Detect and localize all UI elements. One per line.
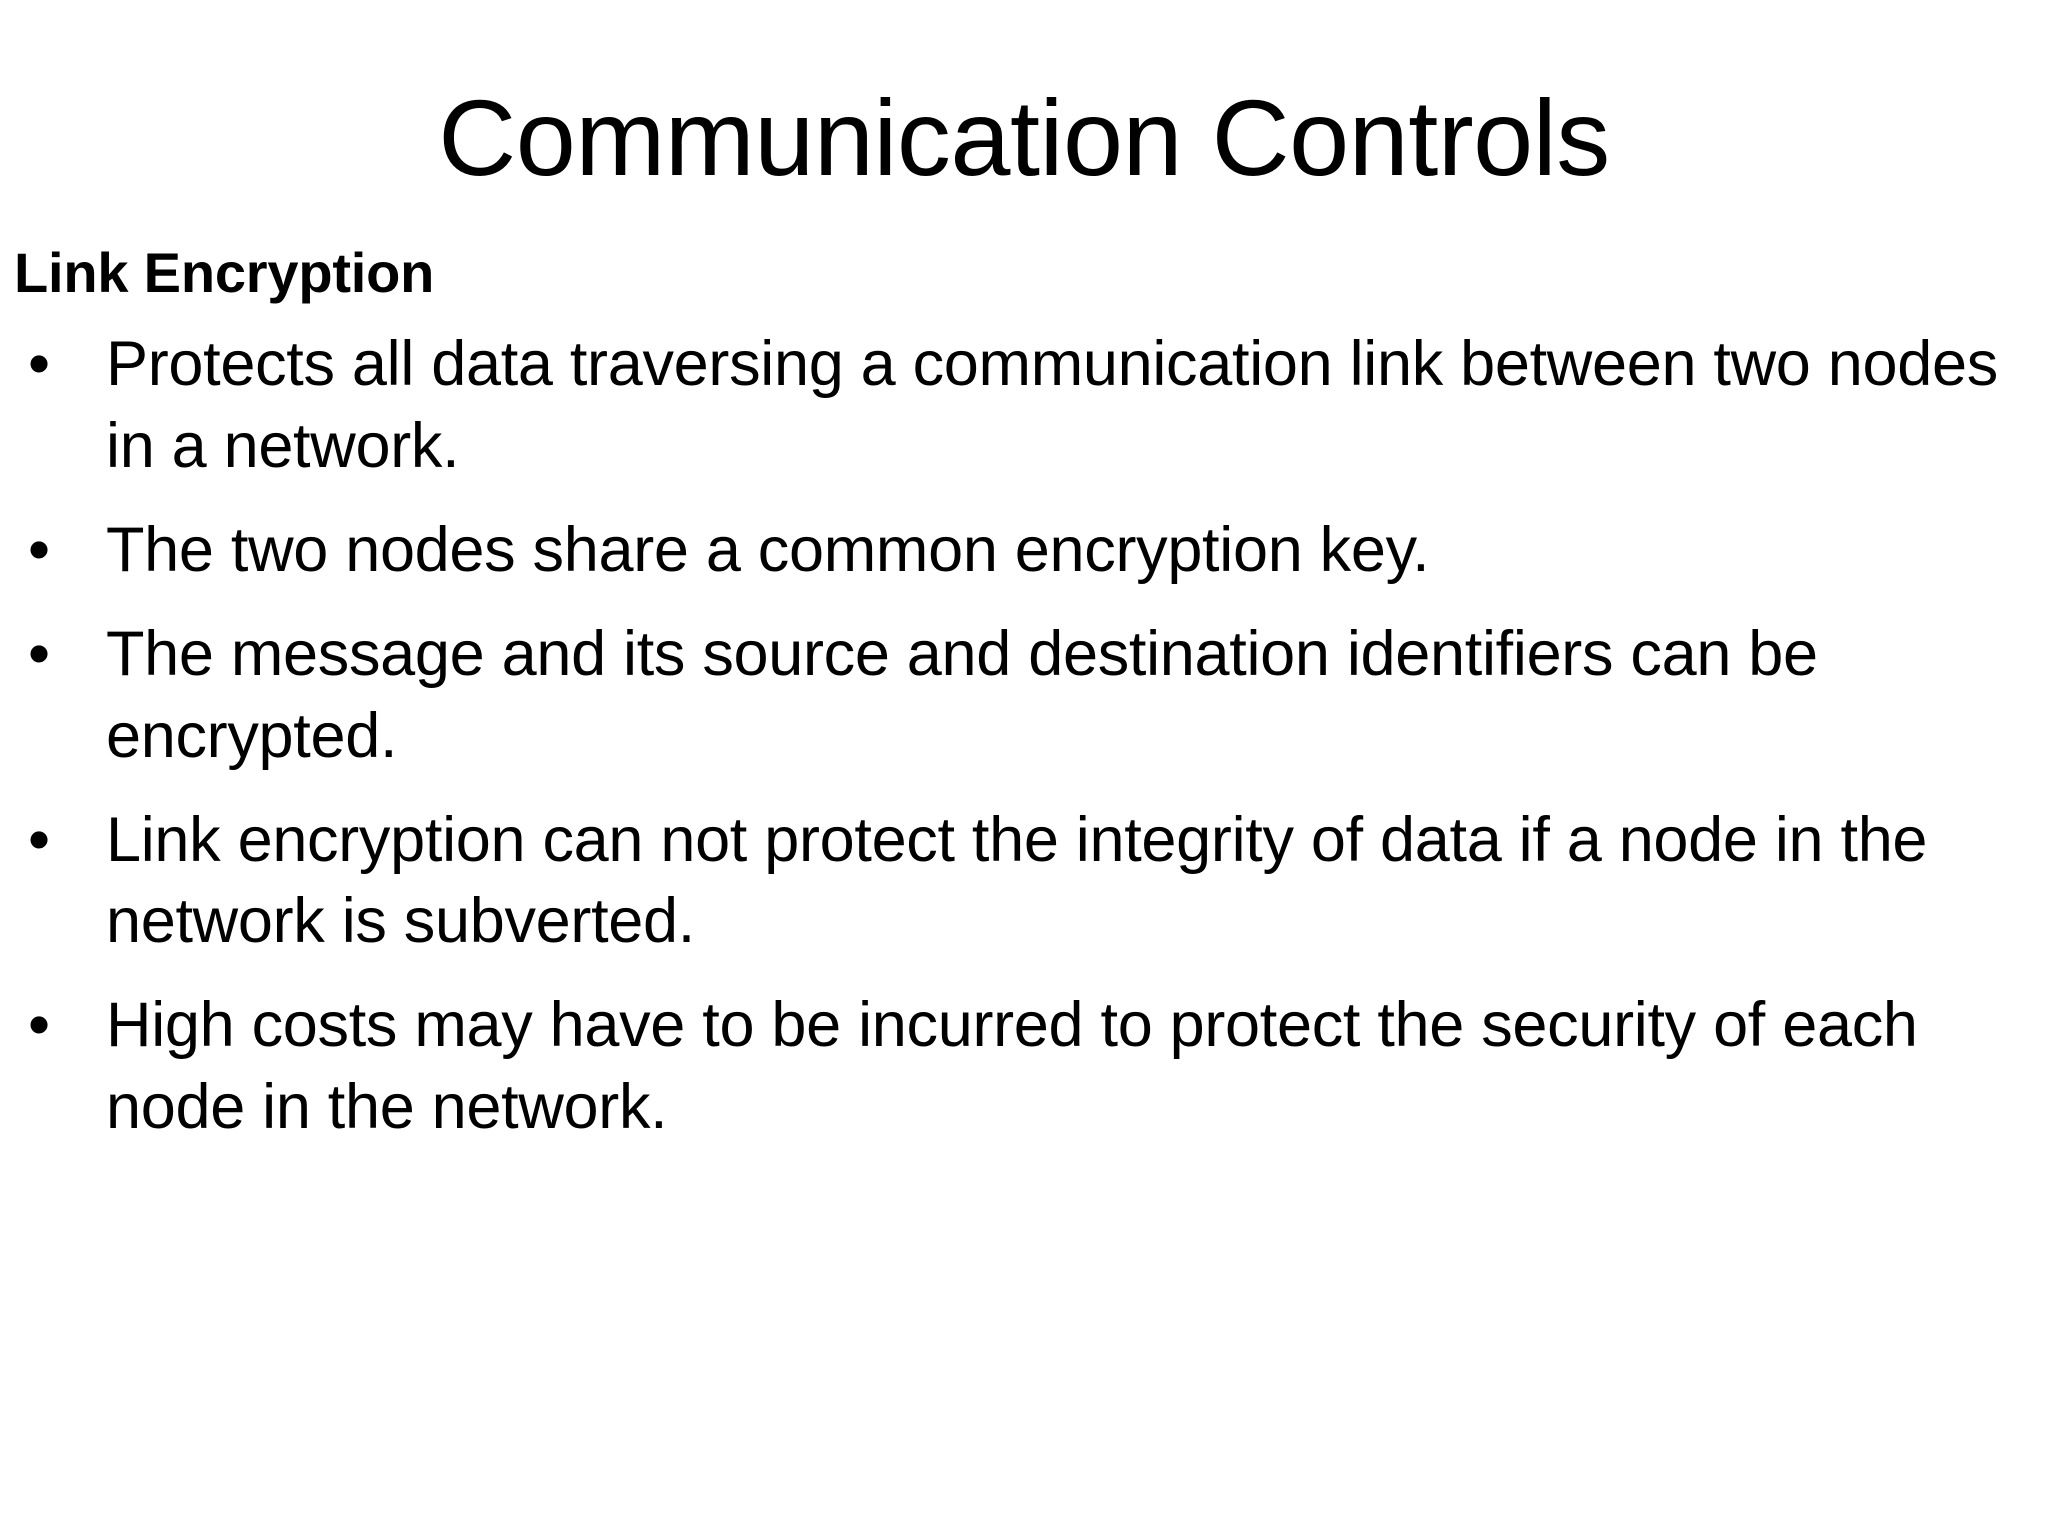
bullet-point-icon: • xyxy=(28,804,50,875)
list-item: • Protects all data traversing a communi… xyxy=(14,324,2034,488)
bullet-point-icon: • xyxy=(28,329,50,400)
list-item: • The message and its source and destina… xyxy=(14,614,2034,778)
list-item-text: Protects all data traversing a communica… xyxy=(106,329,1998,481)
bullet-point-icon: • xyxy=(28,990,50,1061)
bullet-point-icon: • xyxy=(28,514,50,585)
list-item-text: High costs may have to be incurred to pr… xyxy=(106,990,1918,1143)
list-item: • The two nodes share a common encryptio… xyxy=(14,510,2034,592)
list-item-text: The two nodes share a common encryption … xyxy=(106,514,1430,585)
list-item-text: Link encryption can not protect the inte… xyxy=(106,804,1928,957)
list-item-text: The message and its source and destinati… xyxy=(106,618,1818,771)
slide-body: Link Encryption • Protects all data trav… xyxy=(0,240,2048,1149)
list-item: • High costs may have to be incurred to … xyxy=(14,985,2034,1149)
bullet-point-icon: • xyxy=(28,618,50,689)
list-item: • Link encryption can not protect the in… xyxy=(14,800,2034,964)
section-heading: Link Encryption xyxy=(14,241,435,304)
page-title: Communication Controls xyxy=(438,77,1610,199)
bullet-list: • Protects all data traversing a communi… xyxy=(14,324,2034,1149)
